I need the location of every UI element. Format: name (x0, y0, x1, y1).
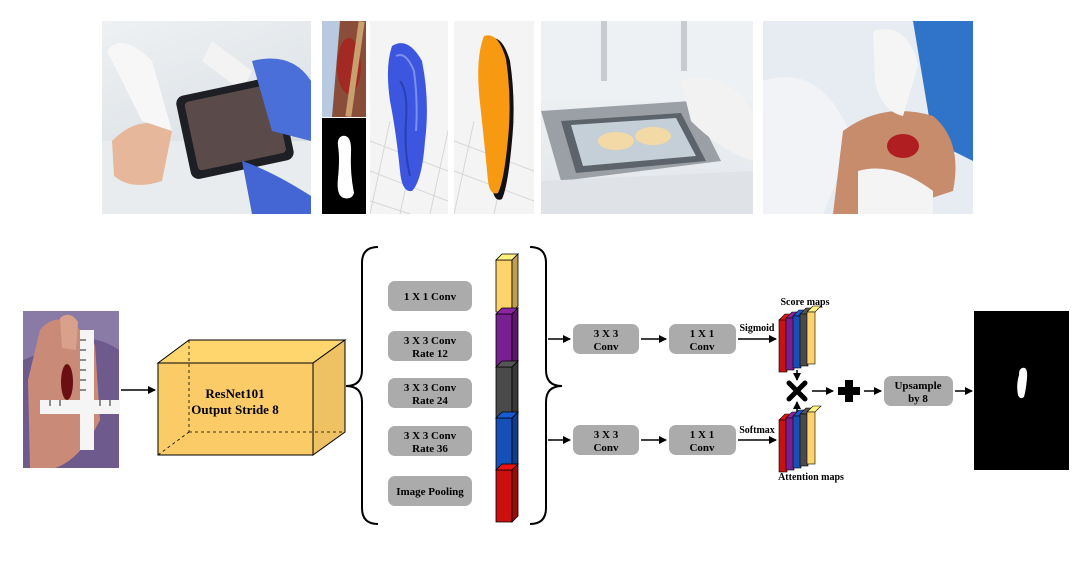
score-maps-label: Score maps (781, 297, 830, 308)
feature-map-layer (806, 411, 816, 465)
aspp-branch-sublabel: Rate 12 (412, 348, 448, 360)
bottom-conv1x1-line2: Conv (689, 442, 715, 454)
aspp-feature-cube (495, 253, 519, 313)
aspp-branch-sublabel: Rate 36 (412, 443, 448, 455)
sum-icon (838, 380, 860, 402)
bottom-conv1x1-block: 1 X 1 Conv (669, 425, 736, 455)
photo-wound-treatment (763, 21, 973, 214)
photo-3d-mesh (370, 21, 448, 214)
scanning-illustration (102, 41, 311, 214)
sigmoid-label: Sigmoid (739, 323, 774, 334)
aspp-branch-label: 3 X 3 Conv (404, 335, 457, 347)
aspp-branch-sublabel: Rate 24 (412, 395, 448, 407)
photo-wound-closeup (322, 21, 366, 117)
top-conv1x1-block: 1 X 1 Conv (669, 324, 736, 354)
bottom-conv3x3-line1: 3 X 3 (594, 429, 619, 441)
backbone-stride: Output Stride 8 (191, 402, 279, 417)
aspp-branch-box (388, 378, 472, 408)
photo-wound-scanning (102, 21, 311, 214)
aspp-feature-cube (495, 307, 519, 367)
multiply-icon (786, 380, 808, 402)
upsample-line2: by 8 (908, 393, 928, 405)
photo-wound-mask (322, 118, 366, 214)
score-maps-stack (778, 305, 822, 373)
mesh-illustration (370, 43, 448, 214)
aspp-branch-label: 3 X 3 Conv (404, 430, 457, 442)
top-conv3x3-line1: 3 X 3 (594, 328, 619, 340)
top-conv3x3-block: 3 X 3 Conv (573, 324, 639, 354)
aspp-branch-box (388, 281, 472, 311)
upsample-block: Upsample by 8 (884, 376, 953, 406)
backbone-name: ResNet101 (205, 386, 264, 401)
photo-3d-printing (541, 21, 753, 214)
input-wound-image (23, 311, 120, 468)
photo-3d-model (454, 21, 534, 214)
top-conv3x3-line2: Conv (593, 341, 619, 353)
treatment-illustration (763, 21, 973, 214)
aspp-branch-label: 1 X 1 Conv (404, 291, 457, 303)
printer-illustration (541, 21, 753, 214)
aspp-branch-box (388, 476, 472, 506)
upsample-line1: Upsample (894, 380, 941, 392)
aspp-feature-cube (495, 360, 519, 420)
feature-map-layer (806, 311, 816, 365)
aspp-branch-5: Image Pooling (388, 463, 519, 523)
aspp-branch-1: 1 X 1 Conv (388, 253, 519, 313)
output-mask-image (974, 311, 1069, 470)
aspp-branch-label: Image Pooling (396, 486, 464, 498)
aspp-branch-box (388, 331, 472, 361)
bottom-conv1x1-line1: 1 X 1 (690, 429, 714, 441)
top-conv1x1-line1: 1 X 1 (690, 328, 714, 340)
aspp-left-brace (345, 246, 379, 525)
bottom-conv3x3-block: 3 X 3 Conv (573, 425, 639, 455)
aspp-branch-label: 3 X 3 Conv (404, 382, 457, 394)
bottom-conv3x3-line2: Conv (593, 442, 619, 454)
attention-maps-stack (778, 405, 822, 473)
aspp-feature-cube (495, 463, 519, 523)
top-conv1x1-line2: Conv (689, 341, 715, 353)
aspp-feature-cube (495, 411, 519, 471)
mask-illustration (337, 135, 354, 199)
model-illustration (454, 35, 534, 214)
attention-maps-label: Attention maps (778, 472, 844, 483)
wound-closeup-illustration (322, 21, 366, 117)
aspp-branch-box (388, 426, 472, 456)
aspp-right-brace (529, 246, 563, 525)
resnet-backbone-block: ResNet101 Output Stride 8 (156, 339, 347, 456)
softmax-label: Softmax (739, 425, 775, 436)
